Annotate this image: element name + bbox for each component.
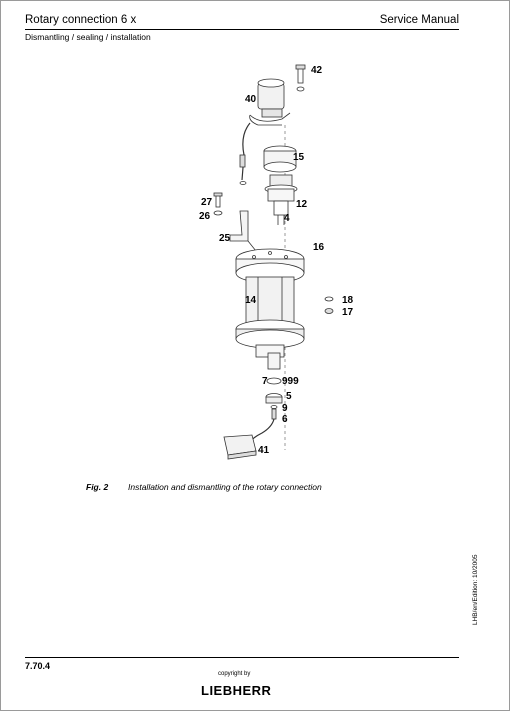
- motor-40-part: [249, 78, 291, 126]
- section-subtitle: Dismantling / sealing / installation: [25, 32, 151, 42]
- footer-divider: [25, 657, 459, 658]
- exploded-view-drawing: [190, 55, 340, 465]
- brand-logo: LIEBHERR: [201, 683, 272, 698]
- document-title: Rotary connection 6 x: [25, 14, 137, 26]
- callout-16: 16: [313, 242, 325, 253]
- callout-25: 25: [219, 233, 231, 244]
- callout-42: 42: [311, 65, 323, 76]
- callout-40: 40: [245, 94, 257, 105]
- callout-6: 6: [282, 414, 288, 425]
- callout-4: 4: [284, 213, 290, 224]
- callout-999: 999: [282, 376, 299, 387]
- housing-14-part: [235, 276, 305, 358]
- callout-7: 7: [262, 376, 268, 387]
- callout-18: 18: [342, 295, 354, 306]
- sensor-41-part: [223, 434, 257, 460]
- callout-12: 12: [296, 199, 308, 210]
- callout-27: 27: [201, 197, 213, 208]
- cap-15-part: [263, 145, 297, 173]
- screw-42-part: [295, 64, 306, 92]
- figure-caption: Installation and dismantling of the rota…: [128, 482, 322, 492]
- figure-number: Fig. 2: [86, 482, 109, 492]
- page-number: 7.70.4: [25, 661, 51, 671]
- callout-26: 26: [199, 211, 211, 222]
- callout-5: 5: [286, 391, 292, 402]
- callout-14: 14: [245, 295, 257, 306]
- copyright-text: copyright by: [218, 671, 251, 677]
- callout-9: 9: [282, 403, 288, 414]
- header-divider: [25, 29, 459, 30]
- callout-41: 41: [258, 445, 270, 456]
- callout-17: 17: [342, 307, 354, 318]
- callout-15: 15: [293, 152, 305, 163]
- manual-label: Service Manual: [379, 14, 459, 26]
- collector-12-part: [264, 174, 298, 225]
- edition-note: LHB/en/Edition: 10/2005: [472, 554, 479, 625]
